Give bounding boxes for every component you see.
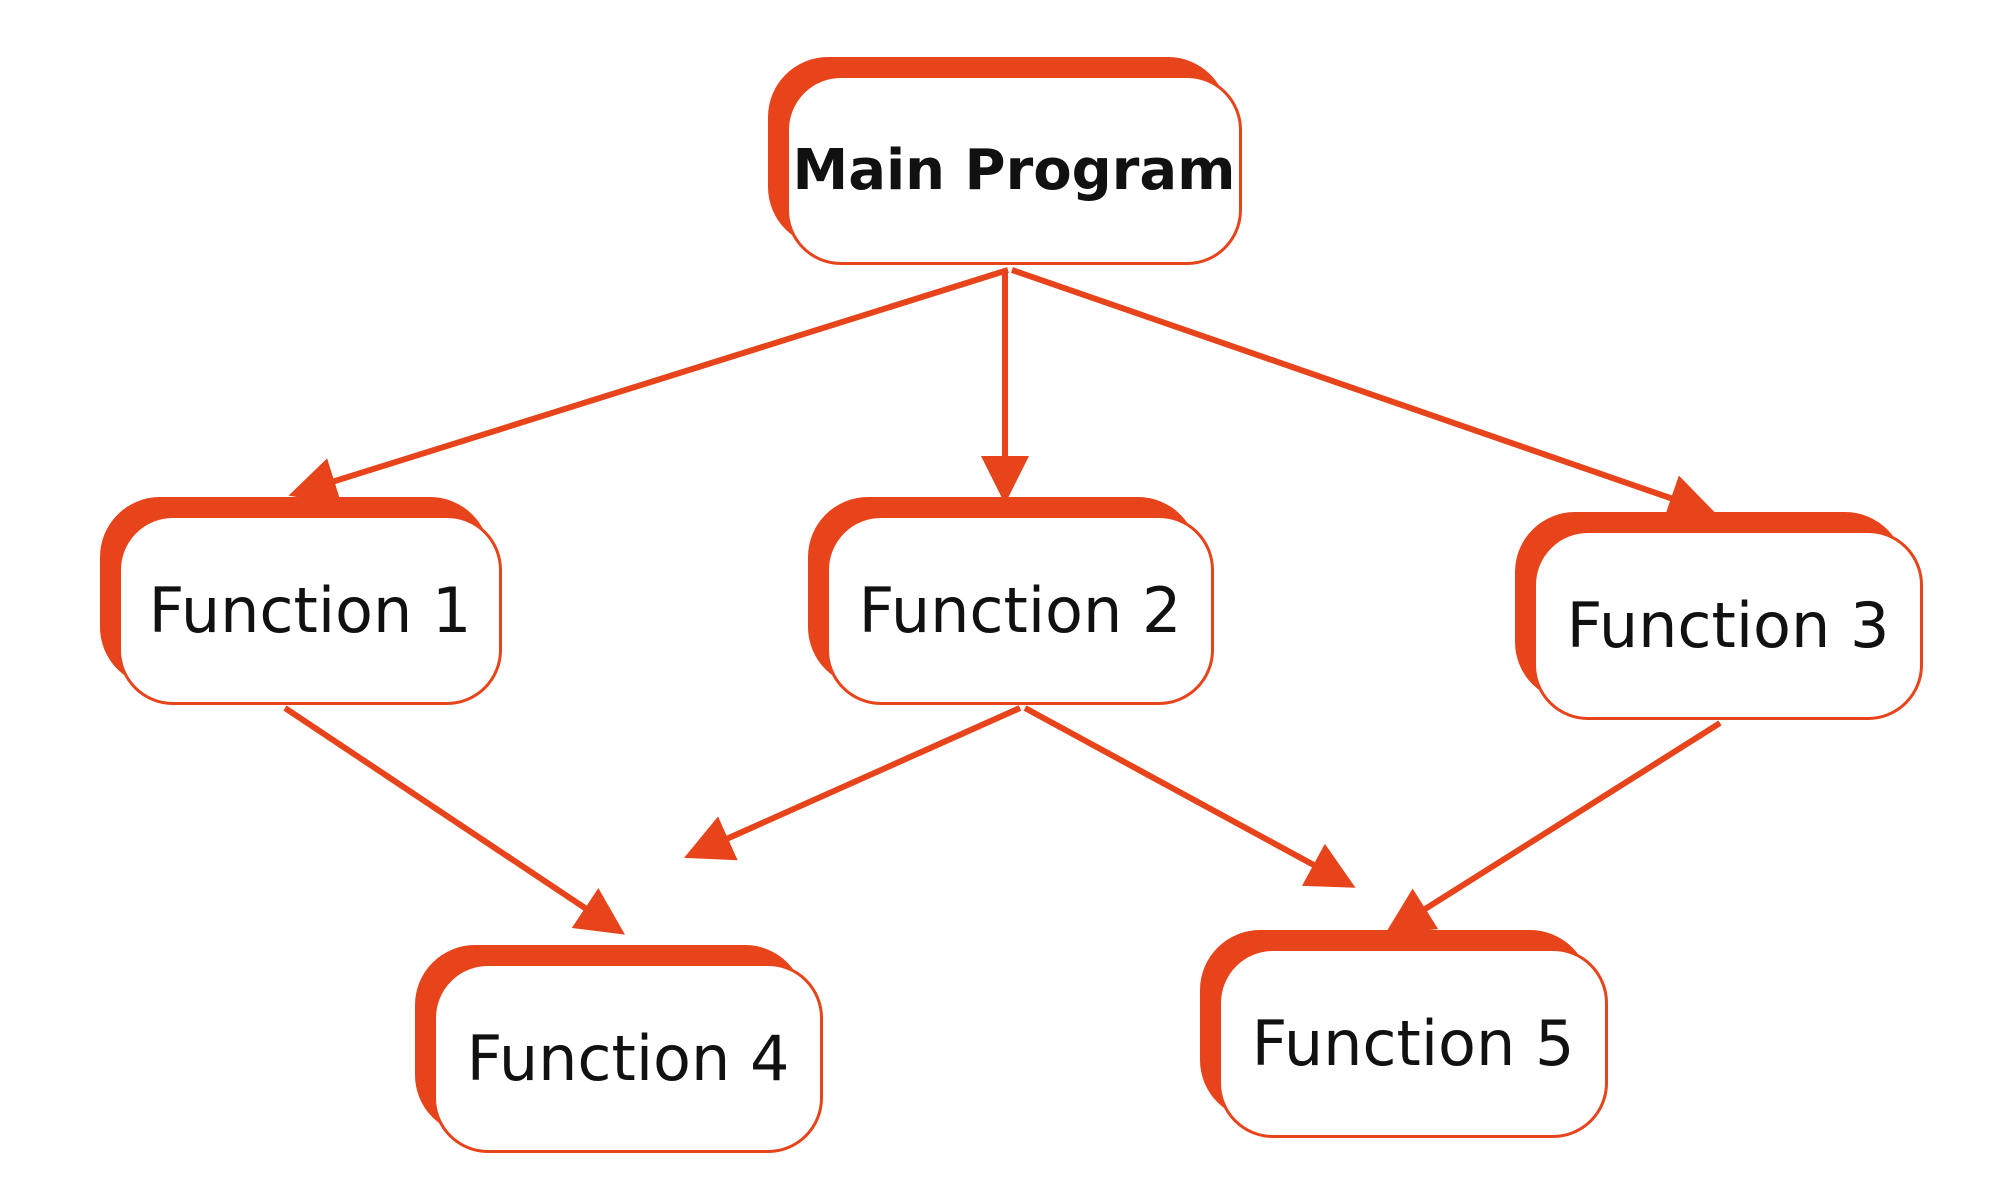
- node-box: Function 4: [433, 963, 823, 1153]
- node-label-main-program: Main Program: [792, 137, 1236, 203]
- node-box: Function 2: [826, 515, 1214, 705]
- node-label-function-3: Function 3: [1566, 588, 1890, 662]
- node-label-function-4: Function 4: [466, 1021, 790, 1095]
- edge-function-3-to-function-5: [1384, 720, 1722, 935]
- node-box: Main Program: [786, 75, 1242, 265]
- edge-function-2-to-function-4: [684, 705, 1022, 861]
- node-label-function-5: Function 5: [1251, 1006, 1575, 1080]
- node-box: Function 3: [1533, 530, 1923, 720]
- node-box: Function 5: [1218, 948, 1608, 1138]
- node-label-function-1: Function 1: [148, 573, 472, 647]
- edge-function-2-to-function-5: [1023, 705, 1356, 888]
- node-box: Function 1: [118, 515, 502, 705]
- edge-main-to-function-3: [1011, 267, 1717, 521]
- edge-main-to-function-1: [288, 267, 1009, 505]
- node-label-function-2: Function 2: [858, 573, 1182, 647]
- edge-function-1-to-function-4: [283, 705, 625, 935]
